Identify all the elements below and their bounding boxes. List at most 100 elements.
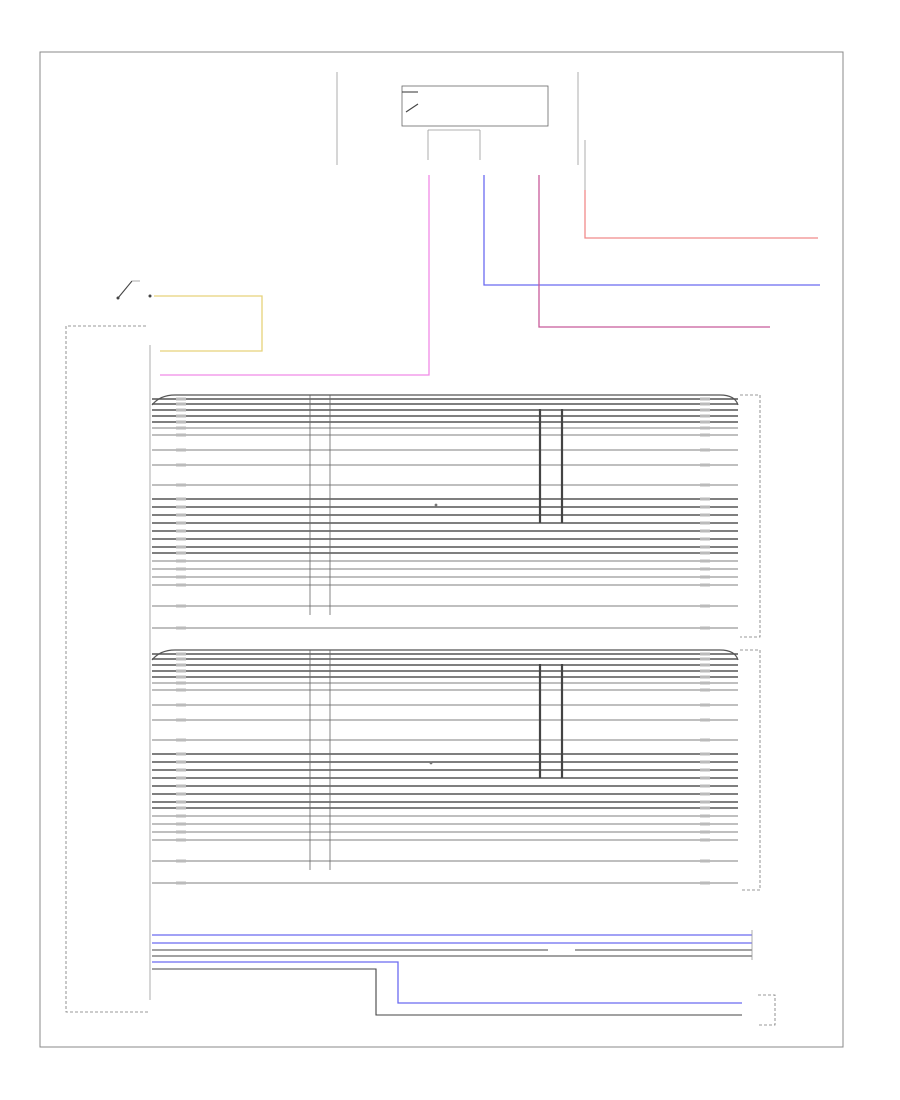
wire-tag-left [176, 545, 186, 549]
wire-tag-left [176, 505, 186, 509]
wire-tag-right [700, 806, 710, 810]
wire-tag-left [176, 583, 186, 587]
wire-tag-left [176, 822, 186, 826]
bottom-harness [152, 930, 776, 1026]
wire-tag-right [700, 559, 710, 563]
wire-tag-right [700, 800, 710, 804]
red-wire [584, 190, 818, 239]
wire-tag-left [176, 513, 186, 517]
wire-tag-right [700, 567, 710, 571]
wire-tag-left [176, 420, 186, 424]
wire-tag-left [176, 604, 186, 608]
wire-tag-left [176, 776, 186, 780]
pink-wire [160, 175, 430, 376]
wire-tag-left [176, 657, 186, 661]
wire-tag-left [176, 521, 186, 525]
wire-tag-right [700, 784, 710, 788]
harness-group-1 [151, 394, 739, 630]
wire-tag-right [700, 688, 710, 692]
wire-tag-right [700, 408, 710, 412]
wire-tag-left [176, 738, 186, 742]
left-module-boundary [65, 325, 150, 1013]
wire-tag-right [700, 537, 710, 541]
wire-tag-right [700, 575, 710, 579]
wire-tag-left [176, 760, 186, 764]
wire-tag-right [700, 448, 710, 452]
wire-tag-left [176, 463, 186, 467]
wire-tag-right [700, 752, 710, 756]
diagram-frame [39, 51, 844, 1048]
wire-tag-left [176, 559, 186, 563]
wire-tag-left [176, 688, 186, 692]
wire-tag-left [176, 626, 186, 630]
wire-tag-left [176, 483, 186, 487]
magenta-wire [538, 175, 770, 328]
fuse-box-top [336, 72, 579, 165]
wire-tag-left [176, 814, 186, 818]
wire-tag-right [700, 838, 710, 842]
wire-tag-right [700, 738, 710, 742]
wire-tag-left [176, 551, 186, 555]
wire-tag-right [700, 652, 710, 656]
wire-tag-left [176, 448, 186, 452]
wire-tag-left [176, 575, 186, 579]
wire-tag-left [176, 703, 186, 707]
left-switch [116, 280, 152, 300]
wire-tag-left [176, 529, 186, 533]
wire-tag-right [700, 604, 710, 608]
wire-tag-right [700, 776, 710, 780]
wire-tag-right [700, 505, 710, 509]
wire-tag-right [700, 881, 710, 885]
wire-tag-left [176, 838, 186, 842]
wire-tag-left [176, 784, 186, 788]
wire-tag-left [176, 652, 186, 656]
wire-tag-right [700, 675, 710, 679]
wire-tag-right [700, 397, 710, 401]
wire-tag-right [700, 497, 710, 501]
wire-tag-right [700, 402, 710, 406]
wire-tag-right [700, 414, 710, 418]
wire-tag-right [700, 669, 710, 673]
wire-tag-left [176, 433, 186, 437]
wire-tag-right [700, 760, 710, 764]
wire-tag-left [176, 537, 186, 541]
wire-tag-left [176, 675, 186, 679]
wire-tag-right [700, 718, 710, 722]
wire-tag-left [176, 402, 186, 406]
wire-tag-right [700, 814, 710, 818]
wire-tag-right [700, 859, 710, 863]
harness-group-2 [151, 649, 739, 885]
wire-tag-right [700, 583, 710, 587]
wire-tag-left [176, 497, 186, 501]
wire-tag-left [176, 414, 186, 418]
wire-tag-right [700, 529, 710, 533]
wire-tag-left [176, 768, 186, 772]
wire-tag-left [176, 881, 186, 885]
wire-tag-right [700, 663, 710, 667]
wire-tag-right [700, 433, 710, 437]
wire-tag-right [700, 657, 710, 661]
bundle-header [151, 649, 739, 661]
wire-tag-right [700, 483, 710, 487]
wire-tag-left [176, 426, 186, 430]
wire-tag-left [176, 792, 186, 796]
wire-tag-left [176, 669, 186, 673]
yellow-wire [154, 295, 263, 352]
wire-tag-left [176, 830, 186, 834]
wire-tag-right [700, 703, 710, 707]
wire-tag-left [176, 718, 186, 722]
wire-tag-left [176, 859, 186, 863]
wire-tag-right [700, 792, 710, 796]
wire-tag-right [700, 545, 710, 549]
wire-tag-left [176, 567, 186, 571]
wire-tag-right [700, 420, 710, 424]
wire-tag-right [700, 463, 710, 467]
wire-tag-right [700, 822, 710, 826]
wire-tag-right [700, 681, 710, 685]
wire-tag-left [176, 800, 186, 804]
right-module-boundary-1 [740, 394, 761, 638]
wire-tag-right [700, 768, 710, 772]
wire-tag-left [176, 397, 186, 401]
right-module-boundary-2 [740, 649, 761, 891]
